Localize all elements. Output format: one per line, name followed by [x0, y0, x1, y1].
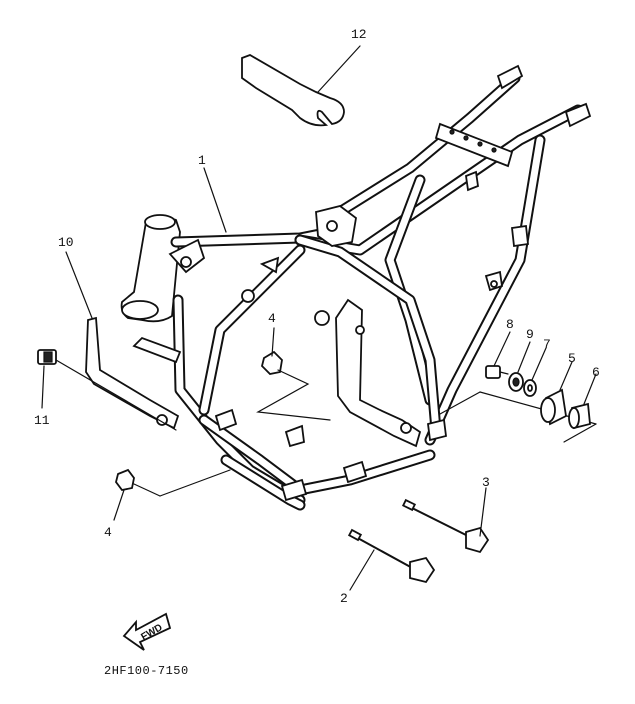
part-1-frame	[120, 64, 592, 511]
part-code: 2HF100-7150	[104, 664, 189, 678]
callout-4-upper: 4	[268, 311, 276, 326]
part-2-bolt	[347, 528, 436, 591]
part-4-nut-lower	[113, 468, 231, 521]
callout-10: 10	[58, 235, 74, 250]
callout-9: 9	[526, 327, 534, 342]
part-7-washer	[523, 347, 547, 397]
fwd-arrow-icon: FWD	[122, 612, 172, 651]
part-6-bushing	[568, 373, 597, 430]
part-12-wrench	[241, 45, 361, 127]
part-4-nut-upper	[256, 327, 331, 421]
part-8-bolt	[485, 331, 511, 379]
callout-11: 11	[34, 413, 50, 428]
part-3-bolt	[401, 487, 490, 554]
callout-3: 3	[482, 475, 490, 490]
callout-8: 8	[506, 317, 514, 332]
callout-7: 7	[543, 337, 551, 352]
callout-12: 12	[351, 27, 367, 42]
callout-1: 1	[198, 153, 206, 168]
part-10-bracket	[65, 251, 180, 430]
part-side-tube	[132, 336, 182, 364]
callout-6: 6	[592, 365, 600, 380]
callout-5: 5	[568, 351, 576, 366]
callout-2: 2	[340, 591, 348, 606]
callout-4-lower: 4	[104, 525, 112, 540]
part-5-collar	[540, 361, 573, 426]
part-11-bolt	[37, 349, 177, 431]
part-9-washer	[508, 341, 531, 392]
